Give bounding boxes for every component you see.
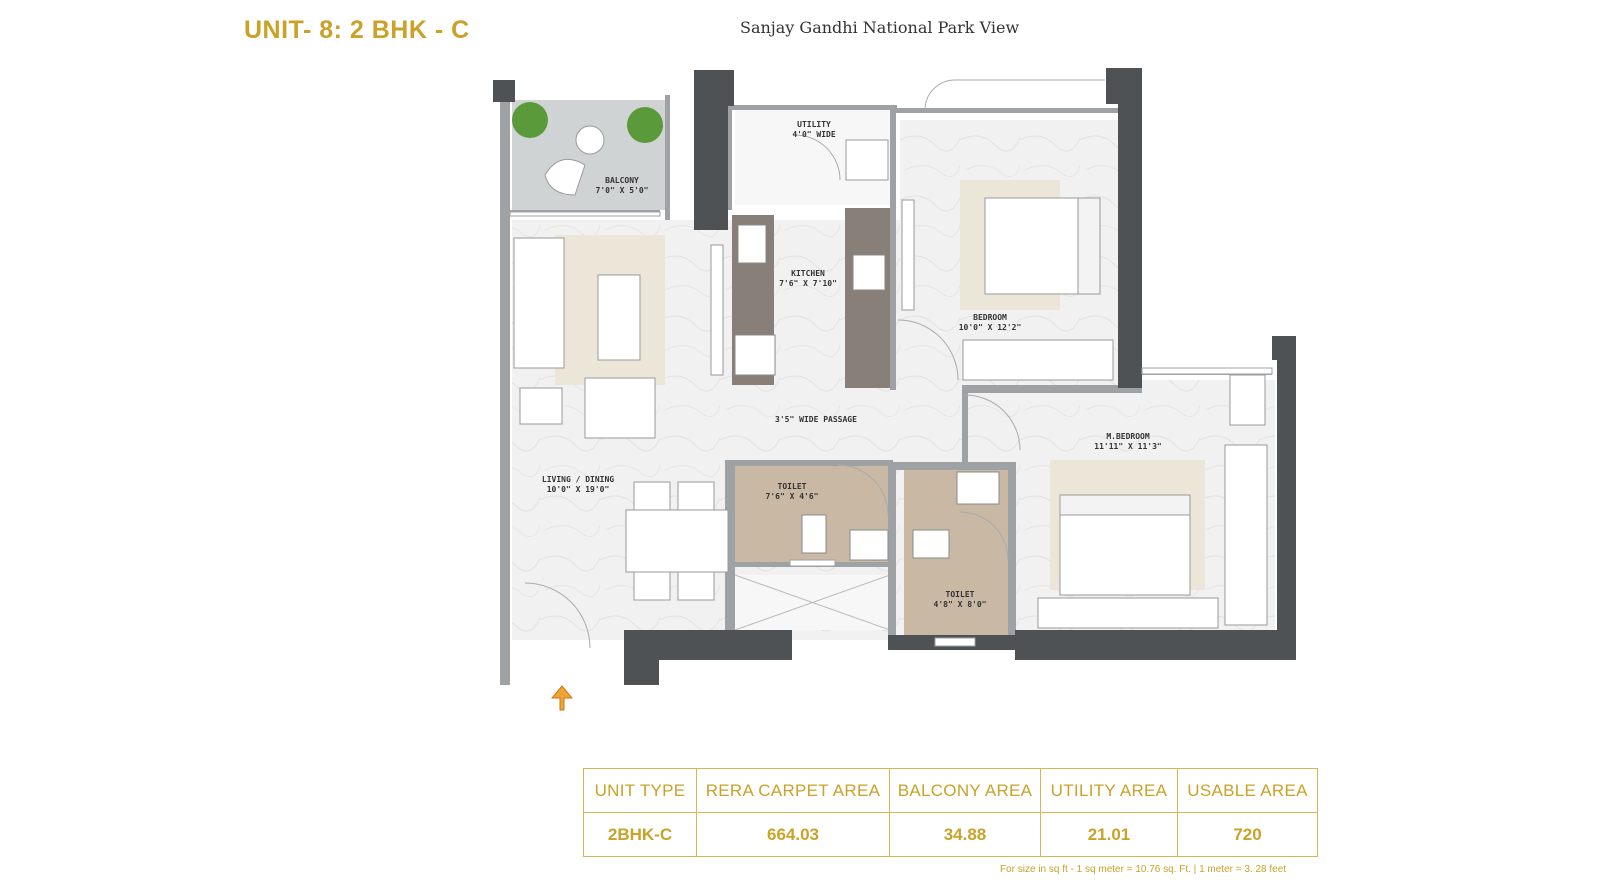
balcony-chair: [544, 158, 586, 196]
passage-label: 3'5" WIDE PASSAGE: [775, 415, 857, 424]
windows: [509, 211, 1273, 647]
cell-utility-area: 21.01: [1040, 812, 1178, 857]
fridge: [734, 334, 776, 376]
header-usable-area: USABLE AREA: [1177, 768, 1318, 813]
cell-rera-carpet-area: 664.03: [696, 812, 890, 857]
utility-size: 4'0" WIDE: [792, 130, 836, 139]
kitchen-counter-right: [845, 208, 890, 388]
toilet-1-wc-icon: [801, 514, 827, 554]
bedroom-wardrobe: [962, 339, 1114, 381]
plant-icon: [512, 102, 548, 138]
floor-plan: BALCONY 7'0" X 5'0" UTILITY 4'0" WIDE KI…: [493, 68, 1296, 711]
header-utility-area: UTILITY AREA: [1040, 768, 1178, 813]
plant-icon: [627, 107, 663, 143]
kitchen-label: KITCHEN: [791, 269, 825, 278]
entry-arrow-icon: [550, 685, 574, 711]
master-wardrobe: [1224, 444, 1268, 626]
toilet-1-basin-icon: [849, 529, 889, 561]
master-bedroom-label: M.BEDROOM: [1106, 432, 1150, 441]
dining-chairs: [633, 481, 715, 601]
washing-machine: [845, 139, 889, 181]
cell-balcony-area: 34.88: [889, 812, 1041, 857]
door-swings: [524, 79, 1105, 649]
coffee-table: [597, 274, 641, 361]
view-title: Sanjay Gandhi National Park View: [740, 18, 1020, 37]
side-table: [575, 125, 605, 155]
toilet-2-wc-icon: [912, 529, 950, 559]
unit-title: UNIT- 8: 2 BHK - C: [244, 16, 470, 44]
header-balcony-area: BALCONY AREA: [889, 768, 1041, 813]
toilet-1-label: TOILET: [778, 482, 807, 491]
area-table-header-row: UNIT TYPE RERA CARPET AREA BALCONY AREA …: [583, 768, 1318, 813]
bedroom-bed: [984, 197, 1096, 295]
utility-label: UTILITY: [797, 120, 831, 129]
toilet-2-label: TOILET: [946, 590, 975, 599]
area-table: UNIT TYPE RERA CARPET AREA BALCONY AREA …: [583, 768, 1318, 857]
toilet-2-size: 4'8" X 8'0": [934, 600, 987, 609]
dining-table: [625, 509, 729, 573]
master-bedroom-size: 11'11" X 11'3": [1094, 442, 1161, 451]
sink-icon: [737, 224, 767, 264]
bedroom-size: 10'0" X 12'2": [959, 323, 1022, 332]
master-dresser: [1229, 374, 1266, 426]
cell-unit-type: 2BHK-C: [583, 812, 697, 857]
sofa: [513, 237, 565, 369]
ac-unit: [519, 387, 563, 425]
living-dining-label: LIVING / DINING: [542, 475, 614, 484]
master-console: [1037, 597, 1219, 629]
living-dining-size: 10'0" X 19'0": [547, 485, 610, 494]
area-table-row: 2BHK-C 664.03 34.88 21.01 720: [583, 812, 1318, 857]
bedroom-label: BEDROOM: [973, 313, 1007, 322]
stove-icon: [852, 254, 886, 291]
header-unit-type: UNIT TYPE: [583, 768, 697, 813]
armchair: [584, 377, 656, 439]
toilet-1-size: 7'6" X 4'6": [766, 492, 819, 501]
kitchen-size: 7'6" X 7'10": [779, 279, 837, 288]
footnote: For size in sq ft - 1 sq meter = 10.76 s…: [1000, 864, 1287, 875]
toilet-2-basin-icon: [956, 471, 1000, 505]
header-rera-carpet-area: RERA CARPET AREA: [696, 768, 890, 813]
bedroom-study-desk: [901, 199, 915, 311]
balcony-size: 7'0" X 5'0": [596, 186, 649, 195]
balcony-label: BALCONY: [605, 176, 639, 185]
tv-unit: [710, 244, 724, 376]
cell-usable-area: 720: [1177, 812, 1318, 857]
